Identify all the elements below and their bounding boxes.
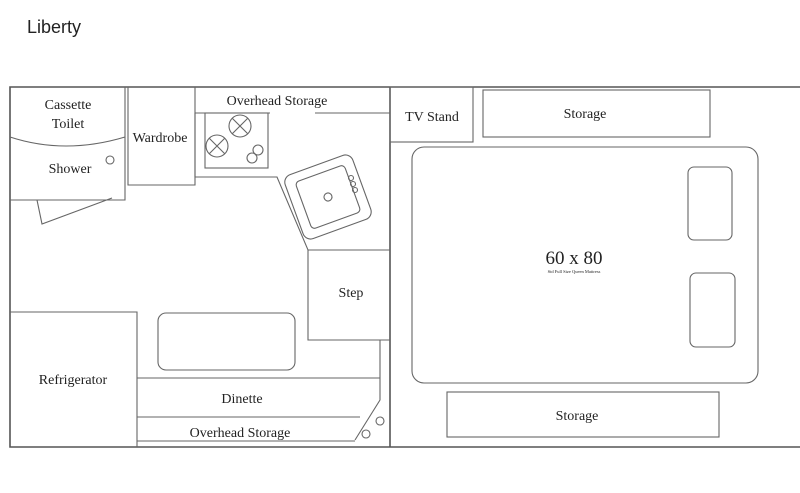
pillow bbox=[687, 166, 733, 241]
storage-bottom-label: Storage bbox=[556, 409, 599, 424]
tv-stand bbox=[389, 86, 474, 143]
fixture-icon bbox=[375, 416, 385, 426]
wardrobe-label: Wardrobe bbox=[133, 131, 188, 146]
knob-icon bbox=[246, 152, 258, 164]
dinette-label: Dinette bbox=[221, 392, 262, 407]
burner-icon bbox=[228, 114, 252, 138]
fixture-icon bbox=[361, 429, 371, 439]
pillow bbox=[689, 272, 736, 348]
step bbox=[307, 250, 390, 341]
burner-icon bbox=[205, 134, 229, 158]
shower-label: Shower bbox=[49, 162, 92, 177]
shower-drain-icon bbox=[105, 155, 115, 165]
bed-note-label: Std Full Size Queen Mattress bbox=[548, 269, 601, 274]
storage-top bbox=[482, 89, 711, 138]
overhead-storage-top-label: Overhead Storage bbox=[227, 94, 328, 109]
knob-icon bbox=[252, 144, 264, 156]
overhead-storage-bottom bbox=[137, 416, 360, 442]
overhead-storage-bottom-label: Overhead Storage bbox=[190, 426, 291, 441]
storage-top-label: Storage bbox=[564, 107, 607, 122]
cassette-label: Cassette bbox=[45, 98, 92, 113]
dinette-seat bbox=[137, 340, 381, 441]
refrigerator bbox=[10, 311, 138, 447]
storage-bottom bbox=[446, 391, 720, 438]
bed bbox=[411, 146, 759, 384]
step-label: Step bbox=[339, 286, 364, 301]
counter bbox=[194, 113, 390, 251]
refrigerator-label: Refrigerator bbox=[39, 373, 108, 388]
bathroom bbox=[9, 87, 126, 201]
tv-stand-label: TV Stand bbox=[405, 110, 459, 125]
toilet-label: Toilet bbox=[52, 117, 85, 132]
stove bbox=[204, 112, 269, 169]
sink bbox=[284, 154, 372, 240]
faucet-icon bbox=[351, 186, 359, 194]
shower-door bbox=[36, 197, 113, 225]
faucet-icon bbox=[347, 174, 355, 182]
dinette-table bbox=[157, 312, 296, 371]
floorplan-title: Liberty bbox=[27, 17, 82, 37]
bed-size-label: 60 x 80 bbox=[546, 248, 603, 269]
faucet-icon bbox=[349, 180, 357, 188]
